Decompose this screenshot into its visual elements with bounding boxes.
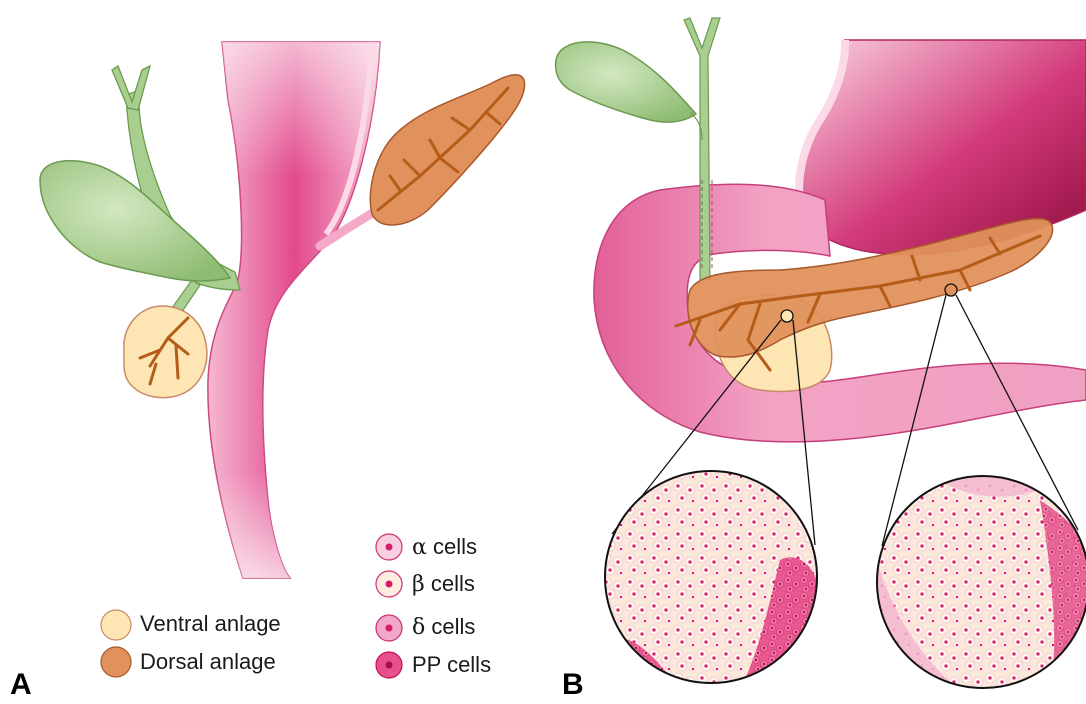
panel-label-a: A [10,668,32,702]
panel-a-illustration [40,42,525,578]
pp-cell-swatch [376,652,402,678]
ventral-anlage-swatch [101,610,131,640]
islet-dorsal [876,475,1086,690]
dorsal-anlage-label: Dorsal anlage [140,649,276,675]
delta-cells-legend: δ cells [412,614,475,640]
beta-cells-legend: β cells [412,571,475,597]
beta-cell-swatch [376,571,402,597]
gallbladder [40,161,230,281]
beta-cells-label: cells [431,571,475,596]
ventral-anlage-label: Ventral anlage [140,611,281,637]
pp-cells-legend: PP cells [412,652,491,678]
ventral-anlage-a [124,306,207,398]
gallbladder-b [556,42,696,122]
alpha-cells-label: cells [433,534,477,559]
pp-cells-label: PP cells [412,652,491,677]
islet-ventral [600,471,820,690]
delta-cells-label: cells [431,614,475,639]
delta-cell-swatch [376,615,402,641]
alpha-cell-swatch [376,534,402,560]
alpha-symbol: α [412,535,427,560]
dorsal-anlage-swatch [101,647,131,677]
panel-label-b: B [562,668,584,702]
alpha-cells-legend: α cells [412,534,477,560]
panel-b-illustration [556,18,1086,690]
beta-symbol: β [412,572,425,597]
delta-symbol: δ [412,615,425,640]
